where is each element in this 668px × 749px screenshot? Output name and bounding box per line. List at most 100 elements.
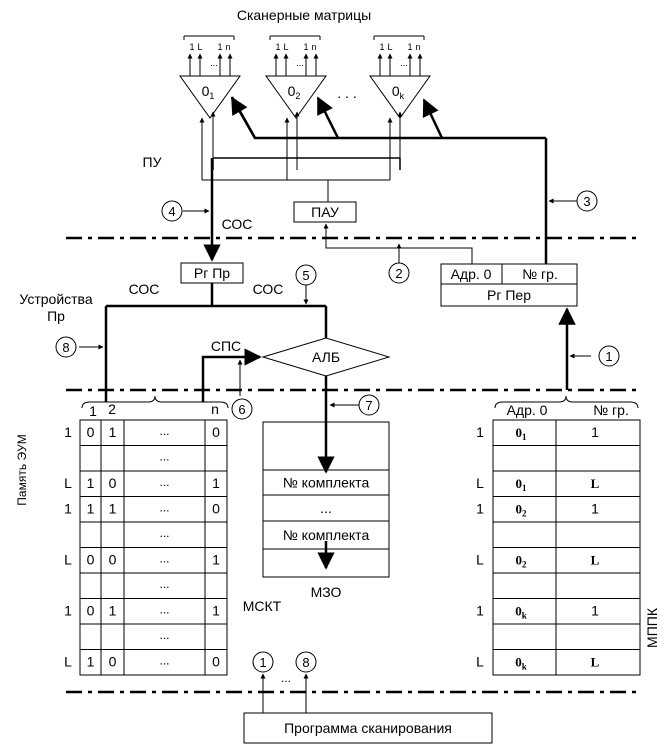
- matrix-tick-n: n: [311, 42, 316, 52]
- mppk-cell-ngr: L: [591, 553, 600, 568]
- bottom-dots: ...: [281, 671, 291, 685]
- program-circle-8: 8: [295, 651, 317, 673]
- matrix-triangle: [179, 75, 241, 119]
- mskt-cell-1: 1: [87, 501, 95, 517]
- mskt-cell-n: 1: [212, 475, 220, 491]
- mskt-cell-1: 0: [87, 552, 95, 568]
- mppk-cell-ngr: L: [591, 476, 600, 491]
- mzo-label: МЗО: [311, 584, 342, 600]
- mskt-cell-1: 1: [87, 475, 95, 491]
- devices-label-line2: Пр: [47, 308, 65, 324]
- circle-shape: [358, 394, 380, 416]
- mppk-cell-ngr: 1: [591, 501, 599, 517]
- mppk-row-index: L: [476, 552, 484, 568]
- matrix-tick-1: 1: [379, 42, 384, 52]
- mskt-cell-1: 0: [87, 603, 95, 619]
- rg-pr-label: Рг Пр: [194, 265, 230, 281]
- mskt-label: МСКТ: [243, 598, 282, 614]
- mskt-header-2: 2: [108, 401, 116, 417]
- program-box: [243, 712, 493, 744]
- mppk-header-adr: Адр. 0: [507, 402, 548, 418]
- pau-box: [293, 201, 357, 223]
- mskt-cell-mid: ...: [159, 628, 169, 642]
- mppk-cell-adr-sub: 2: [522, 509, 527, 519]
- mskt-cell-2: 0: [109, 552, 117, 568]
- devices-label-line1: Устройства: [19, 291, 92, 307]
- mppk-cell-adr: 01: [516, 476, 528, 493]
- label-sos-left: СОС: [129, 281, 160, 297]
- mskt-cell-mid: ...: [159, 526, 169, 540]
- matrix-tick-1b: 1: [303, 42, 308, 52]
- rg-per-label: Рг Пер: [487, 287, 531, 303]
- matrix-bracket: [183, 35, 235, 40]
- mskt-cell-n: 1: [212, 603, 220, 619]
- mskt-header-n: n: [211, 401, 219, 417]
- mppk-header-brace: [494, 395, 639, 409]
- mskt-cell-n: 0: [212, 654, 220, 670]
- circle-marker-1: 1: [598, 345, 620, 367]
- circle-shape: [388, 262, 410, 284]
- matrix-tick-L: L: [197, 42, 202, 52]
- mzo-frame: [262, 421, 390, 578]
- matrix-bracket: [373, 35, 425, 40]
- mskt-cell-2: 1: [109, 603, 117, 619]
- circle-number: 8: [302, 655, 309, 670]
- circle-number: 6: [238, 402, 245, 417]
- mzo-row: № комплекта: [283, 527, 370, 543]
- mskt-cell-mid: ...: [159, 577, 169, 591]
- mskt-row: ...: [159, 450, 169, 464]
- mppk-row: L 01 L: [476, 475, 600, 493]
- matrix-bracket: [269, 35, 321, 40]
- mppk-cell-adr-sub: k: [522, 611, 527, 621]
- mskt-row-index: L: [64, 475, 72, 491]
- mskt-row-index: 1: [64, 603, 72, 619]
- mskt-row-index: 1: [64, 424, 72, 440]
- program-circle-1: 1: [252, 651, 274, 673]
- mskt-cell-mid: ...: [159, 654, 169, 668]
- matrix-tick-n: n: [225, 42, 230, 52]
- mppk-row: 1 0k 1: [476, 603, 599, 621]
- rg-per-ngr: № гр.: [522, 266, 558, 282]
- circle-number: 8: [62, 340, 69, 355]
- circle-number: 2: [395, 266, 402, 281]
- matrix-tick-1: 1: [189, 42, 194, 52]
- mskt-cell-2: 0: [109, 475, 117, 491]
- mskt-row: ...: [159, 526, 169, 540]
- mppk-cell-adr: 0k: [515, 604, 527, 621]
- mskt-row-index: L: [64, 654, 72, 670]
- matrix-triangle: [369, 75, 431, 119]
- circle-shape: [55, 336, 77, 358]
- mppk-cell-ngr: 1: [591, 603, 599, 619]
- pau-label: ПАУ: [311, 204, 339, 220]
- mppk-row-index: 1: [476, 501, 484, 517]
- circle-marker-3: 3: [576, 190, 598, 212]
- matrix-tick-1b: 1: [407, 42, 412, 52]
- circle-number: 1: [259, 655, 266, 670]
- circle-number: 5: [302, 268, 309, 283]
- mppk-row-index: 1: [476, 603, 484, 619]
- mskt-header-1: 1: [89, 403, 97, 419]
- mppk-cell-adr-sub: k: [522, 662, 527, 672]
- circle-marker-4: 4: [161, 200, 183, 222]
- mppk-cell-adr: 01: [516, 425, 528, 442]
- mppk-row-index: L: [476, 475, 484, 491]
- mskt-row-index: 1: [64, 501, 72, 517]
- matrix-tick-L: L: [387, 42, 392, 52]
- mskt-cell-mid: ...: [159, 475, 169, 489]
- circle-marker-6: 6: [231, 398, 253, 420]
- circle-shape: [295, 264, 317, 286]
- mppk-cell-ngr: 1: [591, 424, 599, 440]
- matrix-tick-n: n: [415, 42, 420, 52]
- mskt-row: ...: [159, 577, 169, 591]
- matrix-triangle: [265, 75, 327, 119]
- matrix-subscript: 1: [209, 91, 214, 101]
